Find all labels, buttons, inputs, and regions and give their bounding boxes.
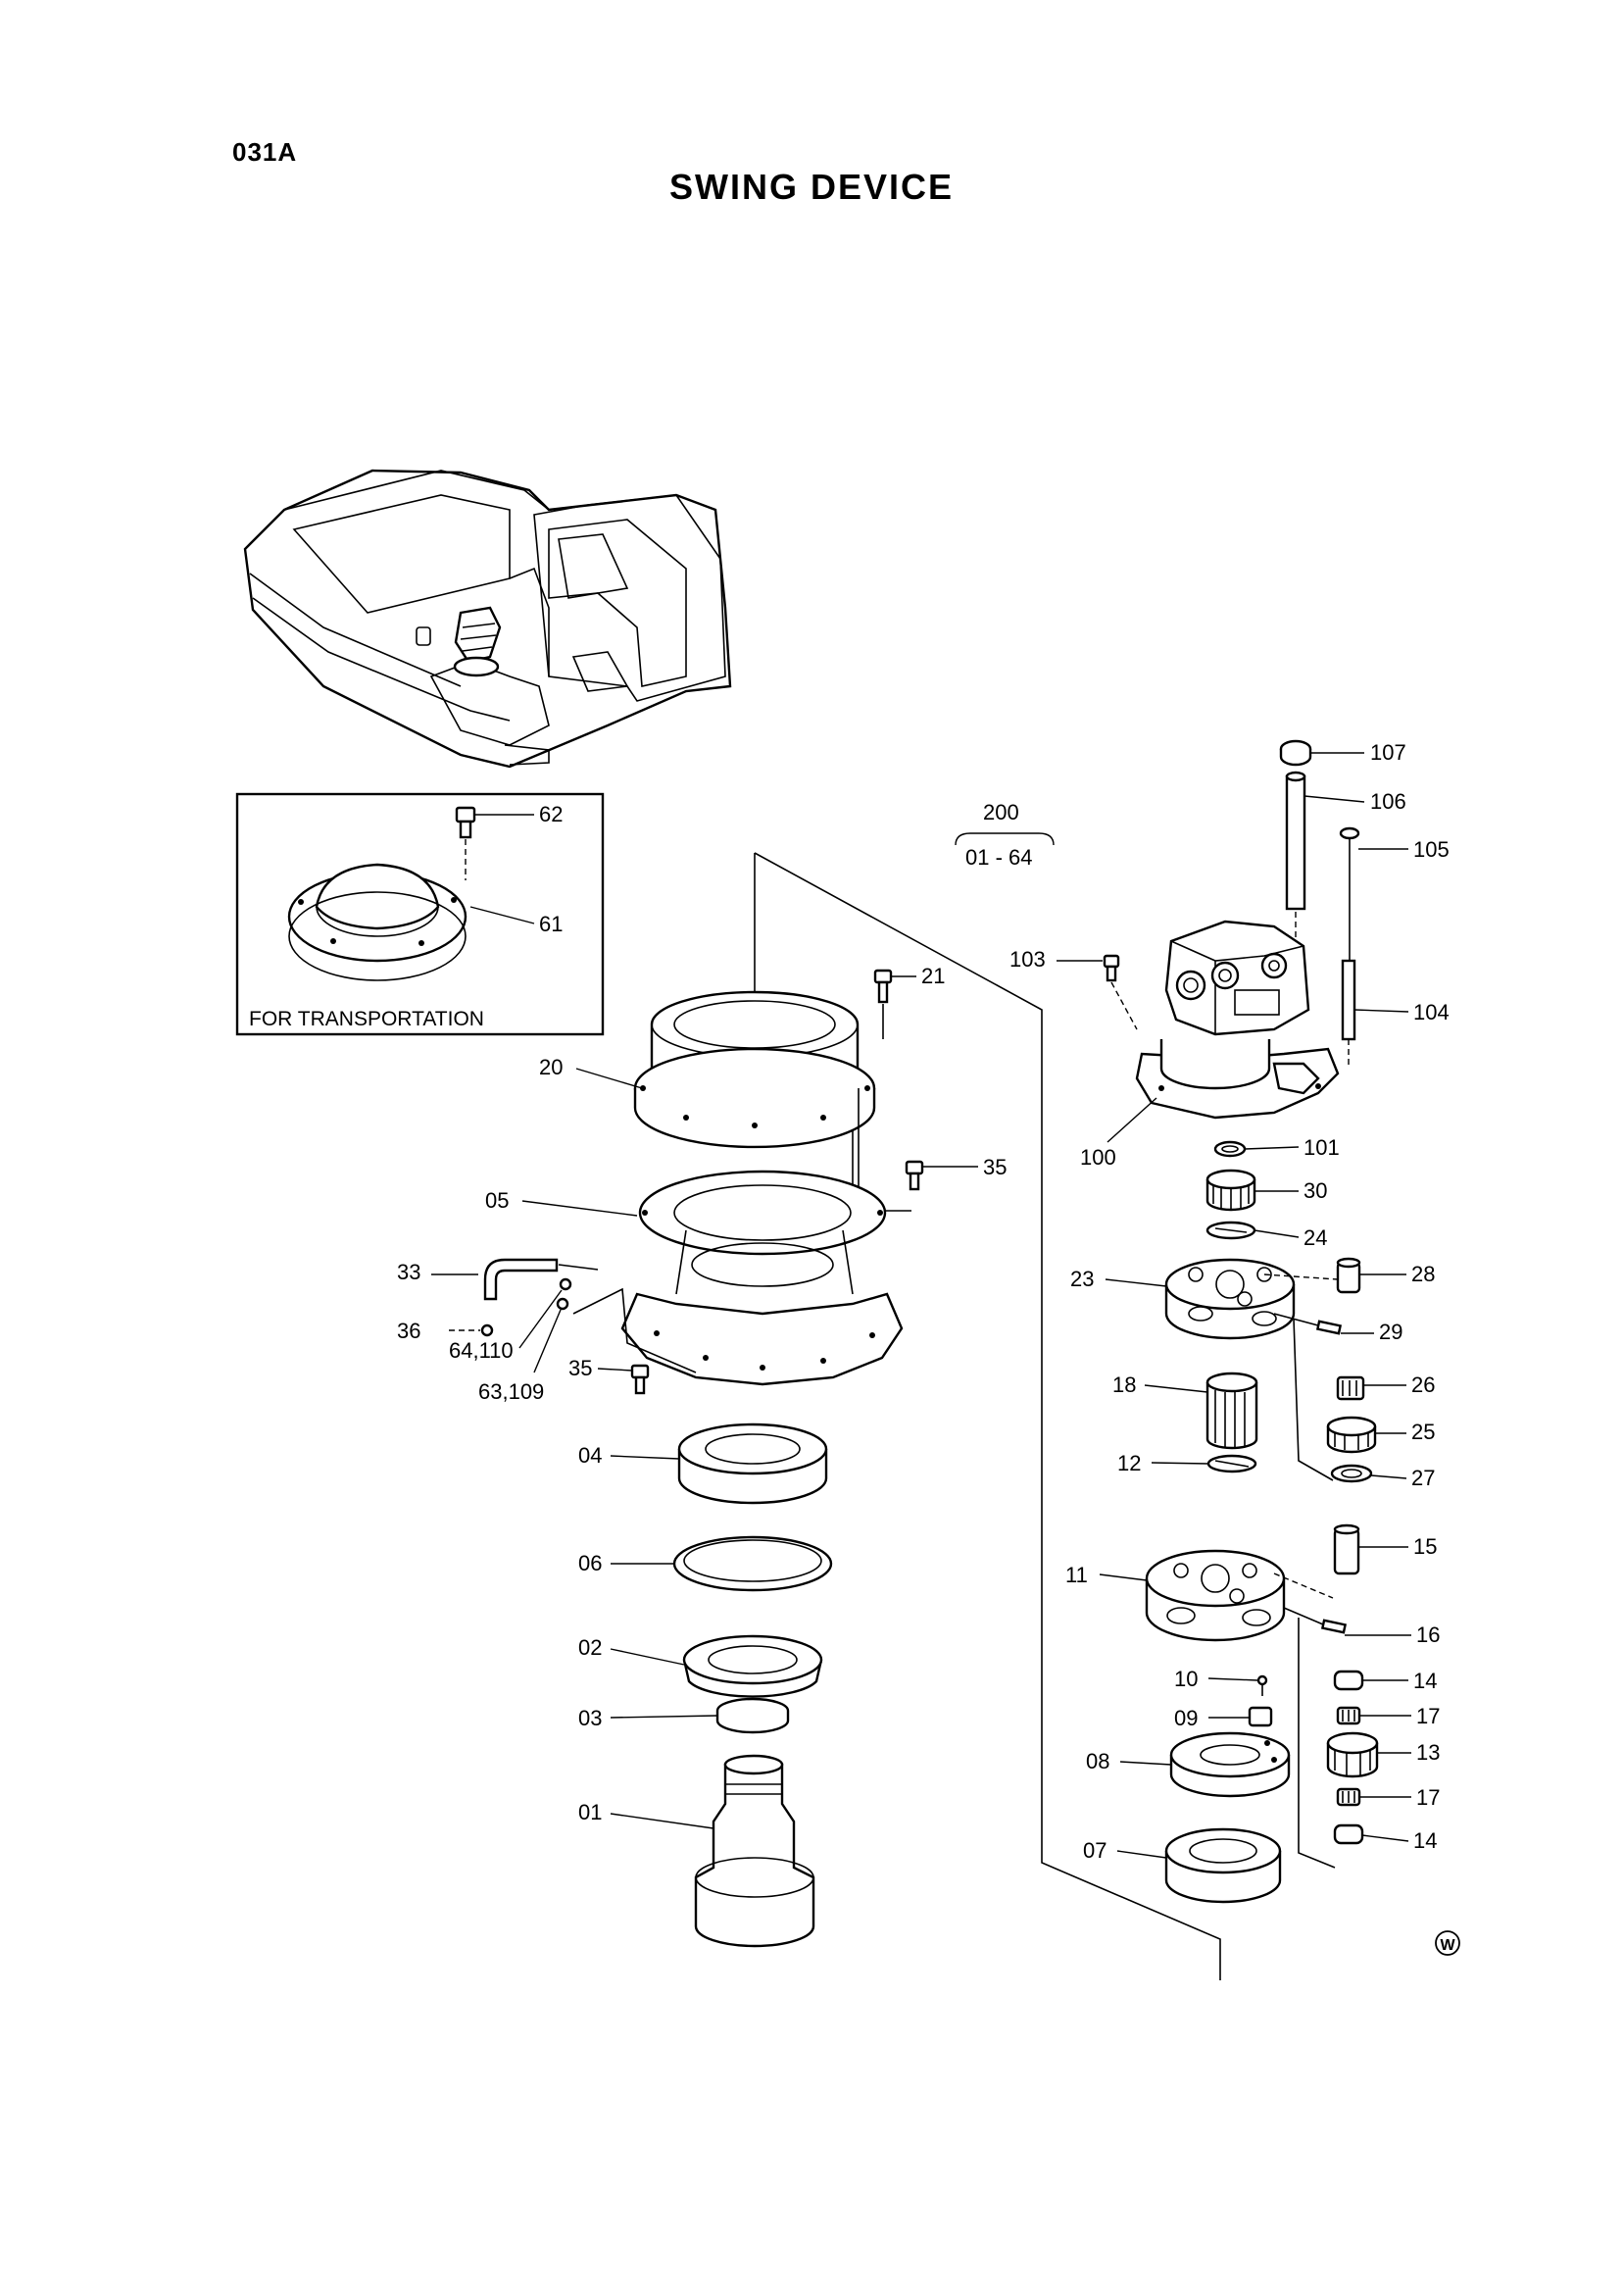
part-14-bushing-upper xyxy=(1333,1670,1408,1691)
part-01-output-shaft xyxy=(610,1754,815,1948)
callout-35-upper: 35 xyxy=(983,1155,1007,1179)
callout-26: 26 xyxy=(1411,1373,1435,1397)
part-21-bolt xyxy=(873,969,916,1039)
callout-15: 15 xyxy=(1413,1534,1437,1559)
part-36-plug xyxy=(449,1323,494,1337)
callout-63-109: 63,109 xyxy=(478,1379,544,1404)
part-101-washer xyxy=(1213,1140,1300,1158)
part-29-spring-pin xyxy=(1273,1313,1374,1335)
callout-02: 02 xyxy=(578,1635,602,1660)
part-35-bolt-upper xyxy=(905,1160,978,1191)
callout-05: 05 xyxy=(485,1188,509,1213)
part-03-collar xyxy=(610,1697,790,1734)
callout-21: 21 xyxy=(921,964,945,988)
part-17-needle-bearing-lower xyxy=(1336,1787,1411,1807)
part-07-bearing xyxy=(1116,1827,1282,1904)
part-24-thrust-plate xyxy=(1205,1221,1300,1240)
callout-30: 30 xyxy=(1303,1178,1327,1203)
callout-36: 36 xyxy=(397,1319,420,1343)
part-04-bearing xyxy=(610,1423,828,1505)
page-code: 031A xyxy=(232,137,298,167)
part-107-cap xyxy=(1279,739,1364,767)
callout-12: 12 xyxy=(1117,1451,1141,1475)
part-09-block xyxy=(1208,1706,1273,1727)
callout-64-110: 64,110 xyxy=(449,1338,514,1363)
part-12-thrust-plate xyxy=(1151,1454,1257,1473)
callout-07: 07 xyxy=(1083,1838,1107,1863)
callout-17-upper: 17 xyxy=(1416,1704,1440,1728)
part-05-housing xyxy=(620,1170,904,1386)
callout-09: 09 xyxy=(1174,1706,1198,1730)
callout-01: 01 xyxy=(578,1800,602,1824)
callout-106: 106 xyxy=(1370,789,1406,814)
callout-35-lower: 35 xyxy=(568,1356,592,1380)
callout-107: 107 xyxy=(1370,740,1406,765)
callout-29: 29 xyxy=(1379,1320,1402,1344)
callout-14-lower: 14 xyxy=(1413,1828,1437,1853)
part-103-bolt xyxy=(1057,954,1138,1030)
callout-61: 61 xyxy=(539,912,563,936)
part-27-thrust-washer xyxy=(1293,1318,1407,1483)
part-16-spring-pin xyxy=(1283,1607,1411,1636)
assembly-range: 01 - 64 xyxy=(965,845,1033,870)
excavator-overview xyxy=(243,469,732,769)
callout-18: 18 xyxy=(1112,1373,1136,1397)
callout-17-lower: 17 xyxy=(1416,1785,1440,1810)
part-30-gear xyxy=(1205,1169,1299,1212)
part-28-pin xyxy=(1263,1257,1406,1294)
callout-28: 28 xyxy=(1411,1262,1435,1286)
part-10-screw xyxy=(1207,1674,1268,1696)
watermark-letter: W xyxy=(1440,1937,1455,1954)
callout-20: 20 xyxy=(539,1055,563,1079)
part-35-bolt-lower xyxy=(597,1364,650,1395)
callout-10: 10 xyxy=(1174,1667,1198,1691)
inset-caption: FOR TRANSPORTATION xyxy=(249,1008,484,1030)
callout-101: 101 xyxy=(1303,1135,1340,1160)
callout-24: 24 xyxy=(1303,1225,1327,1250)
part-13-planet-gear xyxy=(1326,1731,1411,1778)
callout-11: 11 xyxy=(1065,1563,1088,1587)
callout-04: 04 xyxy=(578,1443,602,1468)
part-20-ring-gear xyxy=(633,990,876,1149)
callout-27: 27 xyxy=(1411,1466,1435,1490)
assembly-range-label: 200 01 - 64 xyxy=(955,800,1055,870)
callout-08: 08 xyxy=(1086,1749,1109,1773)
part-15-pin xyxy=(1273,1523,1408,1599)
part-33-drain-hose xyxy=(431,1258,599,1301)
part-14-bushing-lower xyxy=(1298,1618,1409,1869)
callout-13: 13 xyxy=(1416,1740,1440,1765)
part-18-sun-gear xyxy=(1144,1372,1258,1450)
part-08-plate xyxy=(1119,1731,1291,1798)
part-23-carrier xyxy=(1105,1258,1296,1340)
callout-100: 100 xyxy=(1080,1145,1116,1170)
assembly-number: 200 xyxy=(983,800,1019,824)
part-11-carrier xyxy=(1099,1549,1286,1642)
part-17-needle-bearing-upper xyxy=(1336,1706,1411,1725)
callout-103: 103 xyxy=(1009,947,1046,972)
callout-105: 105 xyxy=(1413,837,1450,862)
watermark-symbol: W xyxy=(1435,1930,1460,1956)
part-64-63-fittings xyxy=(518,1277,697,1373)
callout-03: 03 xyxy=(578,1706,602,1730)
callout-06: 06 xyxy=(578,1551,602,1575)
part-26-needle-bearing xyxy=(1336,1375,1406,1401)
callout-23: 23 xyxy=(1070,1267,1094,1291)
callout-25: 25 xyxy=(1411,1420,1435,1444)
callout-104: 104 xyxy=(1413,1000,1450,1024)
part-02-oil-seal xyxy=(610,1634,823,1698)
part-104-gauge-tube xyxy=(1341,959,1409,1069)
callout-14-upper: 14 xyxy=(1413,1669,1437,1693)
callout-62: 62 xyxy=(539,802,563,826)
callout-33: 33 xyxy=(397,1260,420,1284)
transportation-inset: 62 61 FOR TRANSPORTATION xyxy=(235,792,605,1036)
part-06-seal-ring xyxy=(611,1535,833,1592)
callout-16: 16 xyxy=(1416,1622,1440,1647)
part-106-pipe xyxy=(1285,771,1365,1000)
page-title: SWING DEVICE xyxy=(668,167,955,207)
part-25-planet-gear xyxy=(1326,1416,1406,1454)
part-100-swing-motor xyxy=(1107,920,1340,1143)
